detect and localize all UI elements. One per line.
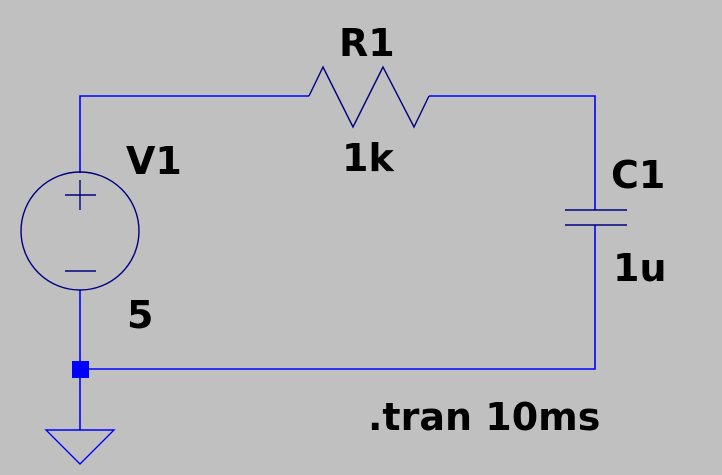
wire-cap-bottom[interactable] <box>80 225 596 370</box>
dc-voltage-source-icon[interactable] <box>20 171 140 291</box>
spice-directive[interactable]: .tran 10ms <box>368 395 601 439</box>
r1-value-label[interactable]: 1k <box>342 136 394 180</box>
v1-value-label[interactable]: 5 <box>127 293 154 337</box>
wire-top-left[interactable] <box>79 95 309 173</box>
c1-value-label[interactable]: 1u <box>613 246 667 290</box>
resistor-zigzag-icon[interactable] <box>308 65 430 129</box>
r1-name-label[interactable]: R1 <box>339 21 395 65</box>
junction-node[interactable] <box>72 361 89 378</box>
v1-name-label[interactable]: V1 <box>126 139 182 183</box>
wire-top-right[interactable] <box>429 95 596 210</box>
ground-icon[interactable] <box>44 429 116 465</box>
capacitor-icon[interactable] <box>565 209 627 226</box>
c1-name-label[interactable]: C1 <box>611 153 666 197</box>
